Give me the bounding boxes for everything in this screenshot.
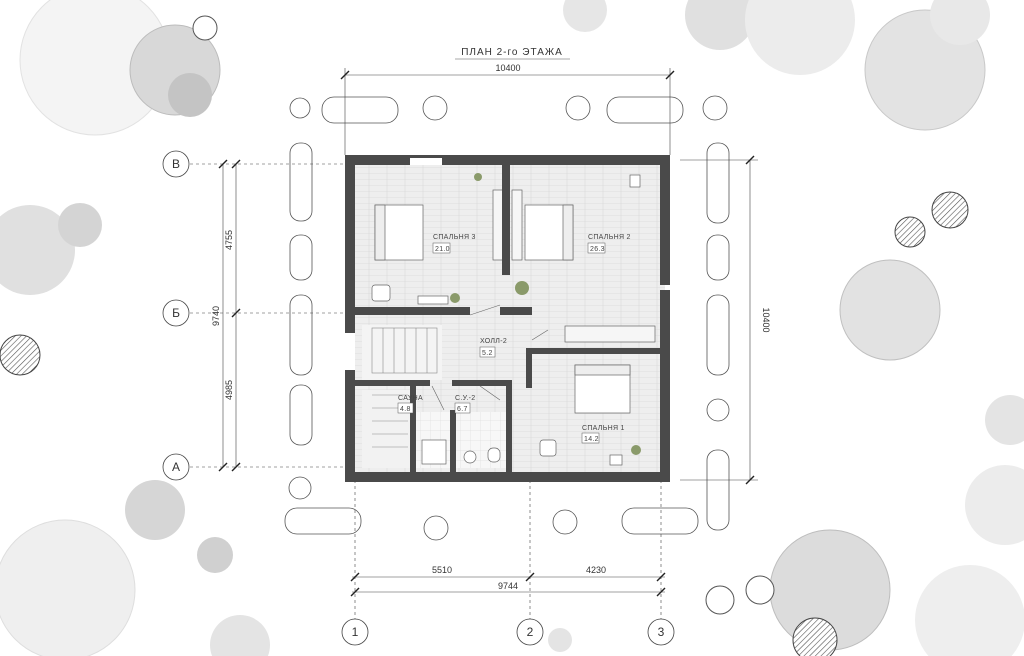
tree-icon xyxy=(0,519,136,656)
dimension-lines xyxy=(190,68,758,620)
armchair-icon xyxy=(371,284,391,302)
dim-right-total: 10400 xyxy=(761,307,771,332)
tree-icon xyxy=(930,0,990,45)
furniture xyxy=(371,174,656,466)
room-area-bedroom-3: 21.0 xyxy=(435,246,450,253)
room-area-sauna: 4.8 xyxy=(400,406,411,413)
axis-col-3: 3 xyxy=(658,625,665,639)
nightstand-icon xyxy=(609,454,623,466)
armchair-icon xyxy=(539,439,557,457)
room-name-hall-2: ХОЛЛ-2 xyxy=(480,338,507,345)
plants xyxy=(450,173,641,455)
axis-col-1: 1 xyxy=(352,625,359,639)
axis-row-v: В xyxy=(172,157,180,171)
tree-icon xyxy=(745,575,775,605)
tree-icon xyxy=(931,191,969,229)
tree-icon xyxy=(705,585,735,615)
tree-icon xyxy=(965,465,1024,545)
axis-row-a: А xyxy=(172,460,180,474)
toilet-icon xyxy=(487,447,501,463)
plan-title: ПЛАН 2-го ЭТАЖА xyxy=(461,47,563,58)
tree-icon xyxy=(685,0,755,50)
staircase xyxy=(371,327,438,448)
dim-top-total: 10400 xyxy=(495,63,520,73)
door-swings xyxy=(431,304,549,411)
tree-icon xyxy=(894,216,926,248)
tree-icon xyxy=(915,565,1024,656)
shrubs xyxy=(284,95,730,541)
desk-icon xyxy=(417,295,449,305)
nightstand-icon xyxy=(629,174,641,188)
walls xyxy=(345,155,670,482)
wardrobe-icon xyxy=(564,325,656,343)
room-area-bathroom-2: 6.7 xyxy=(457,406,468,413)
tree-icon xyxy=(563,0,607,32)
axis-row-b: Б xyxy=(172,306,180,320)
axis-col-2: 2 xyxy=(527,625,534,639)
dim-left-upper: 4755 xyxy=(224,230,234,250)
tree-icon xyxy=(192,15,218,41)
tree-icon xyxy=(745,0,855,75)
tree-icon xyxy=(792,617,838,656)
tree-icon xyxy=(58,203,102,247)
dim-bottom-left: 5510 xyxy=(432,565,452,575)
room-name-sauna: САУНА xyxy=(398,395,423,402)
wardrobe-icon xyxy=(492,189,504,261)
room-name-bedroom-3: СПАЛЬНЯ 3 xyxy=(433,234,476,241)
axis-markers xyxy=(162,150,675,646)
tree-icon xyxy=(210,615,270,656)
shower-icon xyxy=(421,439,447,465)
room-labels: СПАЛЬНЯ 3 21.0 СПАЛЬНЯ 2 26.3 ХОЛЛ-2 5.2… xyxy=(397,234,631,444)
tree-icon xyxy=(168,73,212,117)
tree-icon xyxy=(548,628,572,652)
dim-left-total: 9740 xyxy=(211,306,221,326)
tree-icon xyxy=(985,395,1024,445)
dimension-ticks xyxy=(218,70,755,597)
tree-icon xyxy=(125,480,185,540)
room-area-bedroom-1: 14.2 xyxy=(584,436,599,443)
dim-left-lower: 4985 xyxy=(224,380,234,400)
room-name-bedroom-1: СПАЛЬНЯ 1 xyxy=(582,425,625,432)
tree-icon xyxy=(0,334,41,376)
sink-icon xyxy=(463,450,477,464)
dim-bottom-total: 9744 xyxy=(498,581,518,591)
room-name-bedroom-2: СПАЛЬНЯ 2 xyxy=(588,234,631,241)
wardrobe-icon xyxy=(511,189,523,261)
room-name-bathroom-2: С.У.-2 xyxy=(455,395,476,402)
dim-bottom-right: 4230 xyxy=(586,565,606,575)
room-area-hall-2: 5.2 xyxy=(482,350,493,357)
tree-icon xyxy=(197,537,233,573)
room-area-bedroom-2: 26.3 xyxy=(590,246,605,253)
tree-icon xyxy=(839,259,941,361)
tree-icon xyxy=(0,205,75,295)
